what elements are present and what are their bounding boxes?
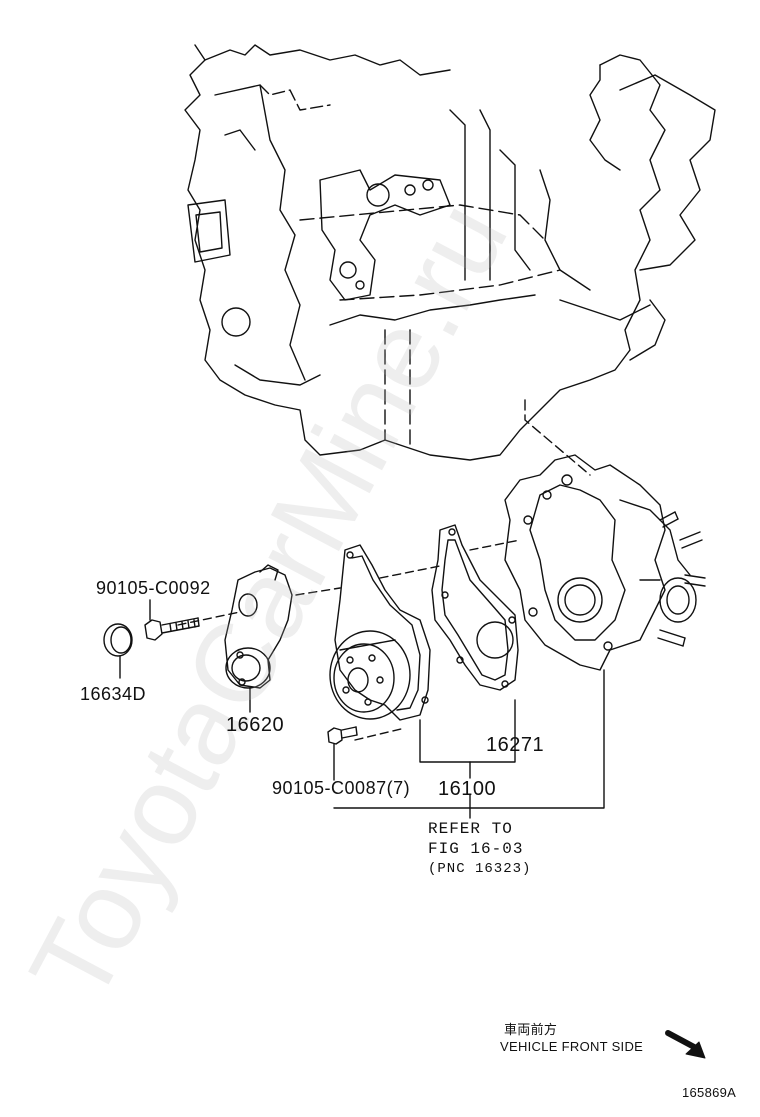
label-bolt-90105-C0087: 90105-C0087(7)	[272, 778, 411, 798]
water-inlet-housing	[504, 454, 706, 671]
vehicle-front-english: VEHICLE FRONT SIDE	[500, 1039, 644, 1054]
refer-line-1: REFER TO	[428, 820, 513, 838]
vehicle-front-arrow	[665, 1030, 706, 1059]
figure-id: 165869A	[682, 1085, 737, 1100]
cap-16634D	[103, 623, 133, 657]
tensioner-16620	[224, 564, 293, 689]
engine-block-outline	[184, 44, 716, 461]
refer-line-3: (PNC 16323)	[428, 861, 532, 877]
label-water-pump-16100: 16100	[438, 778, 497, 800]
alignment-line-block	[524, 399, 591, 476]
vehicle-front-japanese: 車両前方	[504, 1022, 558, 1037]
bolt-90105-C0092	[144, 617, 200, 641]
label-gasket-16271: 16271	[486, 734, 545, 756]
label-bolt-90105-C0092: 90105-C0092	[96, 578, 211, 598]
gasket-16271	[431, 524, 519, 691]
label-tensioner-16620: 16620	[226, 714, 285, 736]
label-cap-16634D: 16634D	[80, 684, 147, 704]
water-pump-16100	[329, 544, 431, 721]
refer-line-2: FIG 16-03	[428, 840, 524, 858]
leader-lines	[119, 599, 605, 819]
bolt-90105-C0087	[327, 726, 358, 745]
